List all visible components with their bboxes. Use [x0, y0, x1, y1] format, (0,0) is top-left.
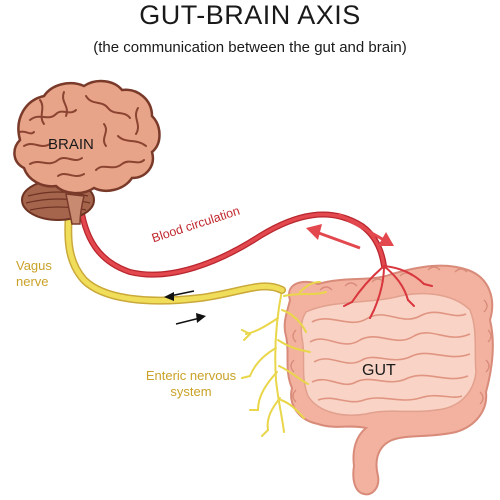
enteric-nervous-system-label: Enteric nervous system: [136, 368, 246, 400]
vagus-label-line2: nerve: [16, 274, 49, 289]
brain-stem: [65, 193, 85, 225]
signal-arrows: [164, 290, 206, 325]
diagram-title: GUT-BRAIN AXIS: [139, 0, 361, 30]
enteric-nerves: [241, 281, 327, 437]
vagus-nerve-label: Vagus nerve: [16, 258, 52, 290]
intestine-loops: [309, 311, 471, 403]
vessel-branches: [343, 265, 433, 319]
enteric-label-line1: Enteric nervous: [145, 368, 237, 383]
vagus-label-line1: Vagus: [16, 258, 52, 273]
intestines: [283, 264, 494, 496]
diagram-subtitle: (the communication between the gut and b…: [93, 39, 407, 56]
enteric-label-line2: system: [170, 384, 212, 399]
brain-label: BRAIN: [48, 136, 94, 153]
brain-gyri: [19, 91, 147, 177]
brain: [13, 79, 161, 225]
gut-label: GUT: [362, 362, 396, 379]
blood-flow-arrows: [306, 212, 394, 250]
cerebrum: [13, 79, 161, 195]
